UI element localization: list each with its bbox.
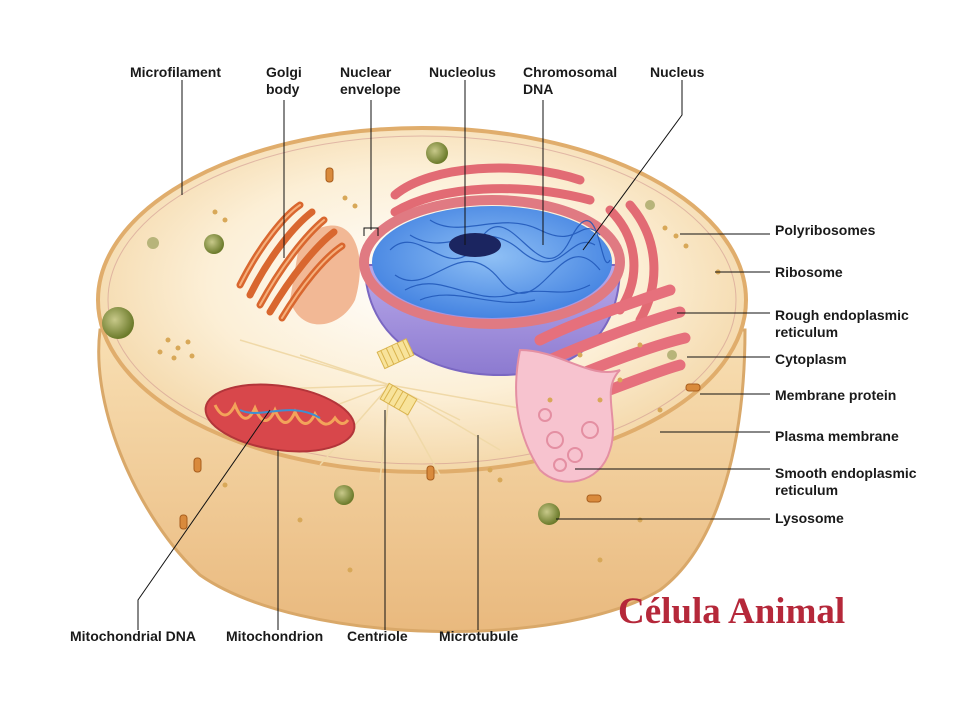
label-smooth-er: Smooth endoplasmic reticulum [775,465,917,498]
nucleus [359,195,625,377]
label-cytoplasm: Cytoplasm [775,351,847,367]
mitochondrion [204,383,356,453]
nucleolus [449,233,501,257]
label-chromosomal-dna: Chromosomal DNA [523,64,618,97]
membrane-proteins [179,167,701,530]
label-mitochondrial-dna: Mitochondrial DNA [70,628,196,644]
nuclear-envelope-bracket [363,227,379,236]
nuclear-envelope [359,195,625,329]
label-membrane-protein: Membrane protein [775,387,897,403]
rough-er-right [534,284,691,411]
label-rough-er: Rough endoplasmic reticulum [775,307,909,340]
chromatin [389,219,611,304]
vesicles [102,142,677,525]
diagram-title: Célula Animal [618,591,846,632]
label-nucleus: Nucleus [650,64,705,80]
label-microtubule: Microtubule [439,628,519,644]
nucleoplasm [372,206,612,318]
leader-lines [137,80,770,630]
label-polyribosomes: Polyribosomes [775,222,876,238]
label-plasma-membrane: Plasma membrane [775,428,899,444]
label-microfilament: Microfilament [130,64,222,80]
leader-nucleus [582,80,683,251]
golgi-body [236,201,360,325]
label-nuclear-envelope: Nuclear envelope [340,64,401,97]
smooth-er [515,348,621,483]
leader-mitochondrial-dna [137,409,271,630]
label-lysosome: Lysosome [775,510,844,526]
label-mitochondrion: Mitochondrion [226,628,324,644]
label-nucleolus: Nucleolus [429,64,496,80]
label-centriole: Centriole [347,628,408,644]
centrioles [376,338,418,416]
label-golgi-body: Golgi body [266,64,302,97]
label-ribosome: Ribosome [775,264,843,280]
